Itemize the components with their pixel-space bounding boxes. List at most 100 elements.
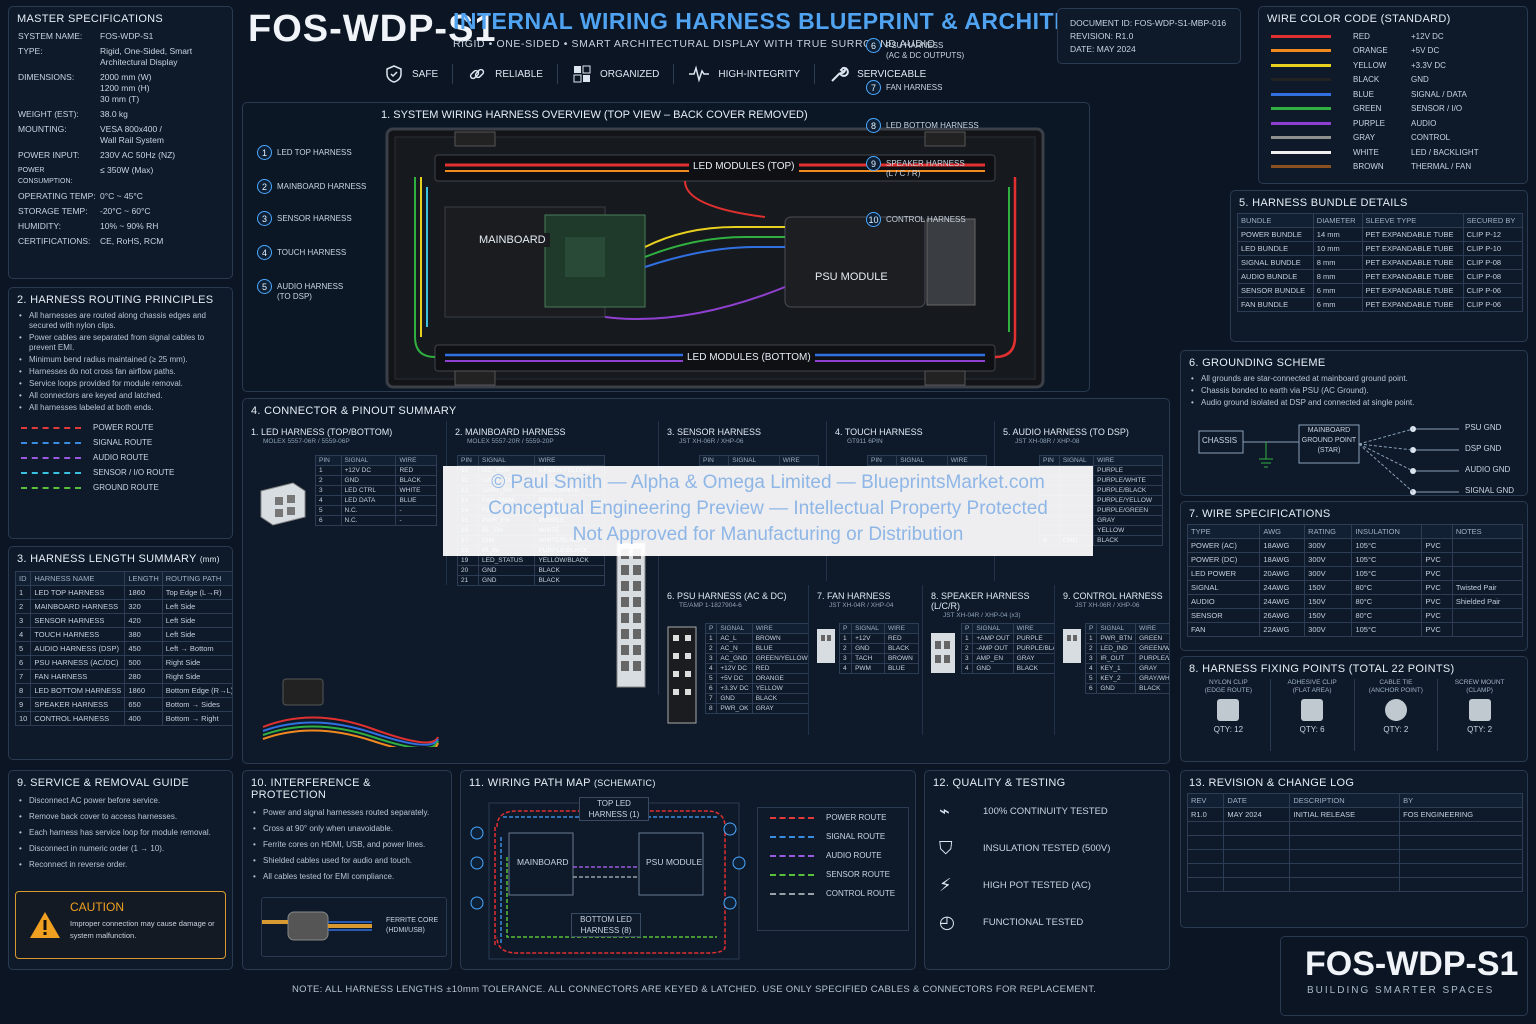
spec-key: POWER INPUT:	[18, 150, 80, 160]
route-label: SENSOR / I/O ROUTE	[93, 468, 175, 477]
feature-integrity: HIGH-INTEGRITY	[674, 64, 816, 84]
wire-color-name: BROWN	[1353, 162, 1384, 172]
table-cell: PVC	[1421, 566, 1453, 581]
spec-value: Rigid, One-Sided, Smart Architectural Di…	[100, 46, 193, 67]
callout-number: 10	[866, 212, 881, 227]
routing-item: Harnesses do not cross fan airflow paths…	[9, 366, 232, 378]
route-legend-item: SIGNAL ROUTE	[9, 435, 232, 450]
table-cell: BROWN	[883, 653, 920, 664]
wire-color-use: +3.3V DC	[1411, 60, 1446, 70]
empty-cell	[1223, 835, 1291, 850]
table-cell: CLIP P-12	[1462, 227, 1524, 242]
table-cell: PET EXPANDABLE TUBE	[1361, 255, 1464, 270]
pin-led: 1. LED HARNESS (TOP/BOTTOM)MOLEX 5557-06…	[243, 421, 447, 585]
wire-swatch	[1271, 92, 1331, 96]
route-label: SIGNAL ROUTE	[93, 438, 153, 447]
table-header: SIGNAL	[728, 455, 780, 466]
table-cell: -	[395, 505, 437, 516]
table-cell: Bottom Edge (R→L)	[161, 683, 232, 698]
table-cell: PURPLE/BLACK	[1093, 485, 1163, 496]
table-cell: BLACK	[883, 643, 920, 654]
table-cell: 400	[124, 711, 163, 726]
wire-swatch	[1271, 78, 1331, 82]
table-cell: +AMP OUT	[972, 633, 1014, 644]
table-cell: TACH	[851, 653, 885, 664]
table-cell: GND	[716, 693, 753, 704]
table-header: ROUTING PATH	[161, 571, 232, 586]
wire-color-name: BLUE	[1353, 89, 1374, 99]
table-cell: POWER (DC)	[1186, 552, 1261, 567]
routing-item: All connectors are keyed and latched.	[9, 390, 232, 402]
table-header: SLEEVE TYPE	[1361, 213, 1464, 228]
quality-testing: 12. QUALITY & TESTING ⌁100% CONTINUITY T…	[924, 770, 1170, 970]
table-cell: 9	[14, 697, 32, 712]
table-cell: GREEN	[1135, 633, 1169, 644]
fixing-label: SCREW MOUNT (CLAMP)	[1454, 679, 1505, 694]
table-cell: 300V	[1304, 566, 1353, 581]
service-title: 9. SERVICE & REMOVAL GUIDE	[17, 777, 190, 789]
table-cell: SPEAKER HARNESS	[30, 697, 126, 712]
route-line	[21, 426, 81, 429]
table-cell: Left Side	[161, 613, 232, 628]
table-cell: 4	[704, 663, 718, 674]
pm-psu: PSU MODULE	[646, 857, 703, 867]
path-line	[770, 892, 814, 895]
table-cell: 26AWG	[1259, 608, 1306, 623]
table-cell: PET EXPANDABLE TUBE	[1361, 297, 1464, 312]
pm-mainboard: MAINBOARD	[517, 857, 569, 867]
table-cell: PET EXPANDABLE TUBE	[1361, 283, 1464, 298]
empty-cell	[1223, 877, 1291, 892]
table-cell: AUDIO HARNESS (DSP)	[30, 641, 126, 656]
empty-cell	[1399, 863, 1523, 878]
table-cell: SIGNAL	[1186, 580, 1261, 595]
table-header: LENGTH	[124, 571, 163, 586]
wire-color-use: CONTROL	[1411, 133, 1451, 143]
table-cell: PET EXPANDABLE TUBE	[1361, 241, 1464, 256]
table-cell: LED TOP HARNESS	[30, 585, 126, 600]
table-header: RATING	[1304, 524, 1353, 539]
spec-value: 0°C ~ 45°C	[100, 191, 143, 201]
wire-swatch	[1271, 49, 1331, 53]
fixing-label: NYLON CLIP (EDGE ROUTE)	[1204, 679, 1253, 694]
table-cell: SENSOR	[1186, 608, 1261, 623]
path-legend-item: CONTROL ROUTE	[758, 884, 908, 903]
table-header: SIGNAL	[851, 623, 885, 634]
route-legend-item: GROUND ROUTE	[9, 480, 232, 495]
spec-key: OPERATING TEMP:	[18, 191, 96, 201]
link-icon	[469, 68, 485, 80]
table-cell: 1860	[124, 683, 163, 698]
route-line	[21, 486, 81, 489]
table-cell: 19	[456, 555, 480, 566]
chassis-diagram	[385, 127, 1045, 389]
table-header: SIGNAL	[716, 623, 753, 634]
table-header: DATE	[1223, 793, 1291, 808]
table-cell	[1451, 566, 1524, 581]
empty-cell	[1289, 863, 1401, 878]
wire-swatch	[1271, 136, 1331, 140]
empty-row	[1186, 877, 1523, 892]
star-point: MAINBOARD GROUND POINT (STAR)	[1301, 427, 1357, 454]
psu-label: PSU MODULE	[815, 271, 888, 283]
table-cell: PURPLE/BLACK	[1012, 643, 1054, 654]
table-cell: 8 mm	[1312, 269, 1363, 284]
table-cell: GRAY	[1135, 663, 1169, 674]
table-header: DESCRIPTION	[1289, 793, 1401, 808]
caution-box: CAUTION Improper connection may cause da…	[15, 891, 226, 959]
